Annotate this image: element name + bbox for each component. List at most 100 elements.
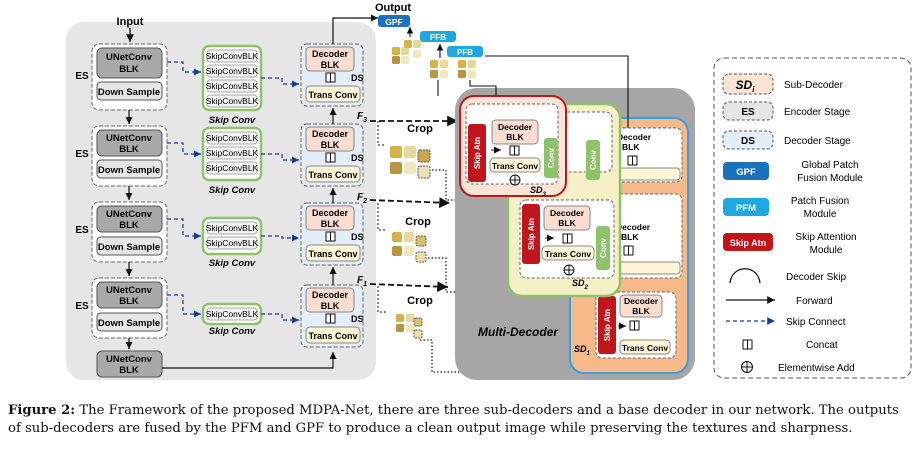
svg-text:BLK: BLK [321, 60, 340, 70]
svg-text:Down Sample: Down Sample [98, 165, 160, 176]
svg-text:SDi: SDi [736, 78, 756, 94]
svg-text:SkipConvBLK: SkipConvBLK [206, 133, 259, 143]
svg-text:BLK: BLK [321, 140, 340, 150]
svg-text:Forward: Forward [796, 296, 833, 307]
svg-text:Trans Conv: Trans Conv [545, 249, 592, 259]
svg-text:SkipConvBLK: SkipConvBLK [206, 96, 259, 106]
patch-grid-f3 [390, 146, 431, 179]
svg-text:ES: ES [75, 71, 89, 82]
svg-text:BLK: BLK [558, 218, 576, 228]
svg-text:Fusion Module: Fusion Module [797, 173, 863, 184]
input-label: Input [117, 16, 144, 28]
svg-text:Patch Fusion: Patch Fusion [791, 196, 849, 207]
svg-text:Sub-Decoder: Sub-Decoder [784, 80, 844, 91]
svg-text:Skip Conv: Skip Conv [209, 115, 256, 126]
svg-text:Skip Connect: Skip Connect [786, 317, 846, 328]
svg-text:Down Sample: Down Sample [98, 87, 160, 98]
svg-text:Global Patch: Global Patch [801, 160, 858, 171]
svg-text:F3: F3 [357, 111, 367, 124]
svg-text:Decoder: Decoder [312, 49, 349, 59]
svg-text:PFB: PFB [430, 33, 446, 42]
svg-text:BLK: BLK [119, 220, 139, 231]
svg-text:Trans Conv: Trans Conv [492, 161, 539, 171]
svg-text:BLK: BLK [632, 306, 650, 316]
svg-text:BLK: BLK [119, 64, 139, 75]
svg-text:Crop: Crop [405, 216, 431, 228]
svg-text:SkipConvBLK: SkipConvBLK [206, 238, 259, 248]
svg-text:BLK: BLK [622, 142, 640, 152]
svg-text:SD2: SD2 [572, 278, 589, 291]
multi-decoder-label: Multi-Decoder [478, 325, 559, 339]
svg-text:BLK: BLK [119, 365, 139, 376]
svg-text:Skip Attention: Skip Attention [795, 232, 856, 243]
skipconv-group-3: SkipConvBLK SkipConvBLK Skip Conv [201, 216, 263, 269]
svg-text:PFM: PFM [736, 203, 756, 214]
skipconv-group-1: SkipConvBLK SkipConvBLK SkipConvBLK Skip… [201, 44, 263, 126]
svg-text:Decoder: Decoder [312, 208, 349, 218]
caption-text: The Framework of the proposed MDPA-Net, … [8, 403, 899, 436]
svg-text:DS: DS [741, 136, 755, 147]
svg-text:Skip Atn: Skip Atn [473, 137, 482, 169]
bottleneck-unetconv: UNetConv BLK [96, 350, 163, 378]
svg-text:BLK: BLK [321, 219, 340, 229]
svg-text:Decoder: Decoder [616, 222, 651, 232]
framework-diagram: Input UNetConv BLK Down Sample ES UNetCo… [66, 2, 912, 380]
svg-text:Skip Atn: Skip Atn [527, 218, 536, 250]
svg-text:PFB: PFB [457, 48, 473, 57]
skipconv-group-2: SkipConvBLK SkipConvBLK SkipConvBLK Skip… [201, 126, 263, 196]
svg-text:Conv: Conv [599, 237, 608, 258]
pfb-box-1 [420, 31, 456, 42]
svg-text:BLK: BLK [119, 144, 139, 155]
svg-text:Decoder: Decoder [312, 129, 349, 139]
svg-text:ES: ES [741, 107, 755, 118]
patch-grid-f1 [396, 314, 423, 339]
svg-text:GPF: GPF [736, 167, 756, 178]
svg-text:UNetConv: UNetConv [106, 285, 153, 296]
encoder-stage-2: UNetConv BLK Down Sample ES [75, 125, 168, 187]
svg-text:SkipConvBLK: SkipConvBLK [206, 309, 259, 319]
pfb-box-2 [447, 46, 483, 57]
svg-text:Skip Atn: Skip Atn [603, 309, 612, 341]
svg-text:Crop: Crop [407, 123, 433, 135]
svg-text:SkipConvBLK: SkipConvBLK [206, 148, 259, 158]
svg-text:Down Sample: Down Sample [98, 318, 160, 329]
svg-text:SkipConvBLK: SkipConvBLK [206, 163, 259, 173]
decoder-stage-3: Decoder BLK DS Trans Conv [300, 202, 364, 266]
legend-items: SDi Sub-Decoder ES Encoder Stage DS Deco… [722, 73, 863, 374]
encoder-stage-4: UNetConv BLK Down Sample ES [75, 277, 168, 339]
skipconv-group-4: SkipConvBLK Skip Conv [201, 302, 263, 337]
svg-text:Decoder Stage: Decoder Stage [784, 136, 851, 147]
svg-text:SkipConvBLK: SkipConvBLK [206, 81, 259, 91]
svg-text:Decoder: Decoder [312, 290, 349, 300]
decoder-stage-4: Decoder BLK DS Trans Conv [300, 284, 364, 348]
svg-text:Skip Conv: Skip Conv [209, 185, 256, 196]
output-label: Output [375, 2, 411, 14]
svg-text:BLK: BLK [506, 132, 524, 142]
svg-text:ES: ES [75, 301, 89, 312]
svg-text:DS: DS [351, 232, 364, 242]
svg-text:GPF: GPF [385, 17, 402, 27]
svg-text:F1: F1 [357, 275, 367, 288]
gpf-box [378, 15, 410, 27]
svg-text:Module: Module [804, 209, 837, 220]
svg-text:ES: ES [75, 149, 89, 160]
svg-text:F2: F2 [357, 192, 367, 205]
encoder-stage-3: UNetConv BLK Down Sample ES [75, 201, 168, 263]
output-patches [392, 40, 476, 78]
svg-text:Concat: Concat [806, 340, 838, 351]
svg-text:Decoder: Decoder [617, 132, 652, 142]
svg-text:Trans Conv: Trans Conv [308, 90, 357, 100]
decoder-stage-1: Decoder BLK DS Trans Conv [300, 43, 364, 107]
svg-text:UNetConv: UNetConv [106, 209, 153, 220]
svg-text:Encoder Stage: Encoder Stage [784, 107, 851, 118]
svg-text:Skip Atn: Skip Atn [730, 238, 766, 248]
svg-text:SD3: SD3 [530, 185, 547, 198]
figure-caption: Figure 2: The Framework of the proposed … [8, 402, 913, 438]
svg-text:Decoder: Decoder [550, 208, 585, 218]
svg-text:UNetConv: UNetConv [106, 354, 153, 365]
svg-text:Trans Conv: Trans Conv [622, 343, 669, 353]
svg-text:Skip Conv: Skip Conv [209, 326, 256, 337]
svg-text:ES: ES [75, 225, 89, 236]
svg-text:BLK: BLK [119, 296, 139, 307]
svg-text:DS: DS [351, 73, 364, 83]
